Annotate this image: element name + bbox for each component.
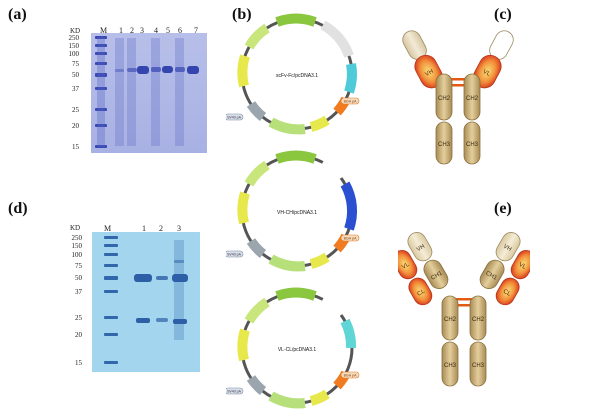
plasmid-3-bgh: BGH pA — [344, 374, 358, 378]
ab-e-ch2-right: CH2 — [472, 317, 485, 323]
gel-d-lane-m: M — [104, 224, 112, 233]
gel-d-lane-2: 2 — [159, 224, 163, 233]
panel-b-label: (b) — [232, 6, 252, 23]
panel-d-label: (d) — [8, 200, 28, 217]
gel-d-unit: KD — [70, 224, 81, 232]
plasmid-1-sv40: SV40 pA — [227, 116, 241, 120]
gel-a-lane-6: 6 — [178, 26, 182, 35]
plasmid-1-bgh: BGH pA — [344, 100, 358, 104]
ab-c-ch3-right: CH3 — [466, 142, 479, 148]
ab-c-ch2-right: CH2 — [466, 96, 479, 102]
panel-e-label: (e) — [494, 200, 512, 217]
plasmid-2-name: VH-CH/pcDNA3.1 — [277, 210, 317, 216]
gel-a-ladder-25: 25 — [72, 106, 79, 114]
gel-d-ladder-100: 100 — [71, 251, 83, 259]
ab-c-vl-right: VL — [482, 69, 492, 78]
gel-a — [91, 33, 207, 153]
gel-d-lane-1: 1 — [142, 224, 146, 233]
plasmid-3-sv40: SV40 pA — [227, 390, 241, 394]
plasmid-scfv-fc: scFv-Fc/pcDNA3.1 BGH pA SV40 pA — [226, 13, 360, 135]
gel-a-lane-4: 4 — [154, 26, 158, 35]
gel-a-ladder-75: 75 — [72, 60, 79, 68]
gel-d-lane-3: 3 — [177, 224, 181, 233]
antibody-scfv-fc: VH VL CH2 CH2 CH3 CH3 — [402, 30, 514, 165]
plasmid-vl-cl: VL-CL/pcDNA3.1 BGH pA SV40 pA — [226, 287, 360, 409]
gel-a-lane-7: 7 — [194, 26, 198, 35]
ab-e-vh-left: VH — [416, 244, 426, 253]
ab-e-cl-left: CL — [417, 288, 427, 297]
ab-e-ch2-left: CH2 — [444, 317, 457, 323]
panel-c-label: (c) — [494, 6, 512, 23]
gel-d-ladder-25: 25 — [75, 314, 82, 322]
ab-e-cl-right: CL — [502, 289, 512, 298]
gel-a-ladder-20: 20 — [72, 122, 79, 130]
gel-a-lane-5: 5 — [166, 26, 170, 35]
gel-a-ladder-250: 250 — [68, 34, 80, 42]
plasmid-vh-ch: VH-CH/pcDNA3.1 BGH pA SV40 pA — [226, 150, 360, 272]
gel-d-ladder-37: 37 — [75, 288, 82, 296]
ab-e-vl-left: VL — [401, 262, 411, 271]
ab-e-ch1-left: CH1 — [430, 270, 444, 282]
gel-a-ladder-150: 150 — [68, 42, 80, 50]
ab-e-ch3-left: CH3 — [444, 363, 457, 369]
plasmid-3-name: VL-CL/pcDNA3.1 — [278, 347, 317, 353]
gel-d-bands — [134, 260, 188, 324]
gel-a-ladder-50: 50 — [72, 71, 79, 79]
ab-e-vl-right: VL — [517, 262, 527, 271]
gel-a-ladder-15: 15 — [72, 143, 79, 151]
gel-a-bands — [115, 66, 199, 74]
gel-d-ladder-15: 15 — [75, 359, 82, 367]
ab-c-ch2-left: CH2 — [438, 96, 451, 102]
gel-a-marker-lane — [95, 36, 107, 148]
gel-a-lane-m: M — [100, 26, 108, 35]
gel-d-ladder-20: 20 — [75, 331, 82, 339]
gel-d-ladder-250: 250 — [71, 234, 83, 242]
ab-e-ch3-right: CH3 — [472, 363, 485, 369]
antibody-igg: VH CH1 VL CL VH CH1 VL CL CH2 CH2 CH3 CH… — [398, 232, 530, 387]
plasmid-maps: scFv-Fc/pcDNA3.1 BGH pA SV40 pA VH-CH/pc… — [226, 13, 360, 409]
plasmid-1-name: scFv-Fc/pcDNA3.1 — [276, 73, 318, 79]
gel-a-lane-3: 3 — [140, 26, 144, 35]
gel-d-ladder-75: 75 — [75, 262, 82, 270]
gel-d-marker-lane — [104, 236, 118, 364]
gel-a-lane-2: 2 — [130, 26, 134, 35]
panel-a-label: (a) — [8, 6, 27, 23]
ab-c-vh-left: VH — [424, 69, 434, 78]
gel-a-unit: KD — [70, 27, 81, 35]
gel-a-ladder-100: 100 — [68, 50, 80, 58]
ab-c-ch3-left: CH3 — [438, 142, 451, 148]
plasmid-2-bgh: BGH pA — [344, 237, 358, 241]
gel-d-ladder-150: 150 — [71, 242, 83, 250]
gel-d — [92, 232, 200, 372]
plasmid-2-sv40: SV40 pA — [227, 253, 241, 257]
gel-a-ladder-37: 37 — [72, 85, 79, 93]
ab-e-vh-right: VH — [502, 244, 512, 253]
ab-e-ch1-right: CH1 — [484, 270, 498, 282]
gel-d-ladder-50: 50 — [75, 274, 82, 282]
gel-a-lane-1: 1 — [119, 26, 123, 35]
